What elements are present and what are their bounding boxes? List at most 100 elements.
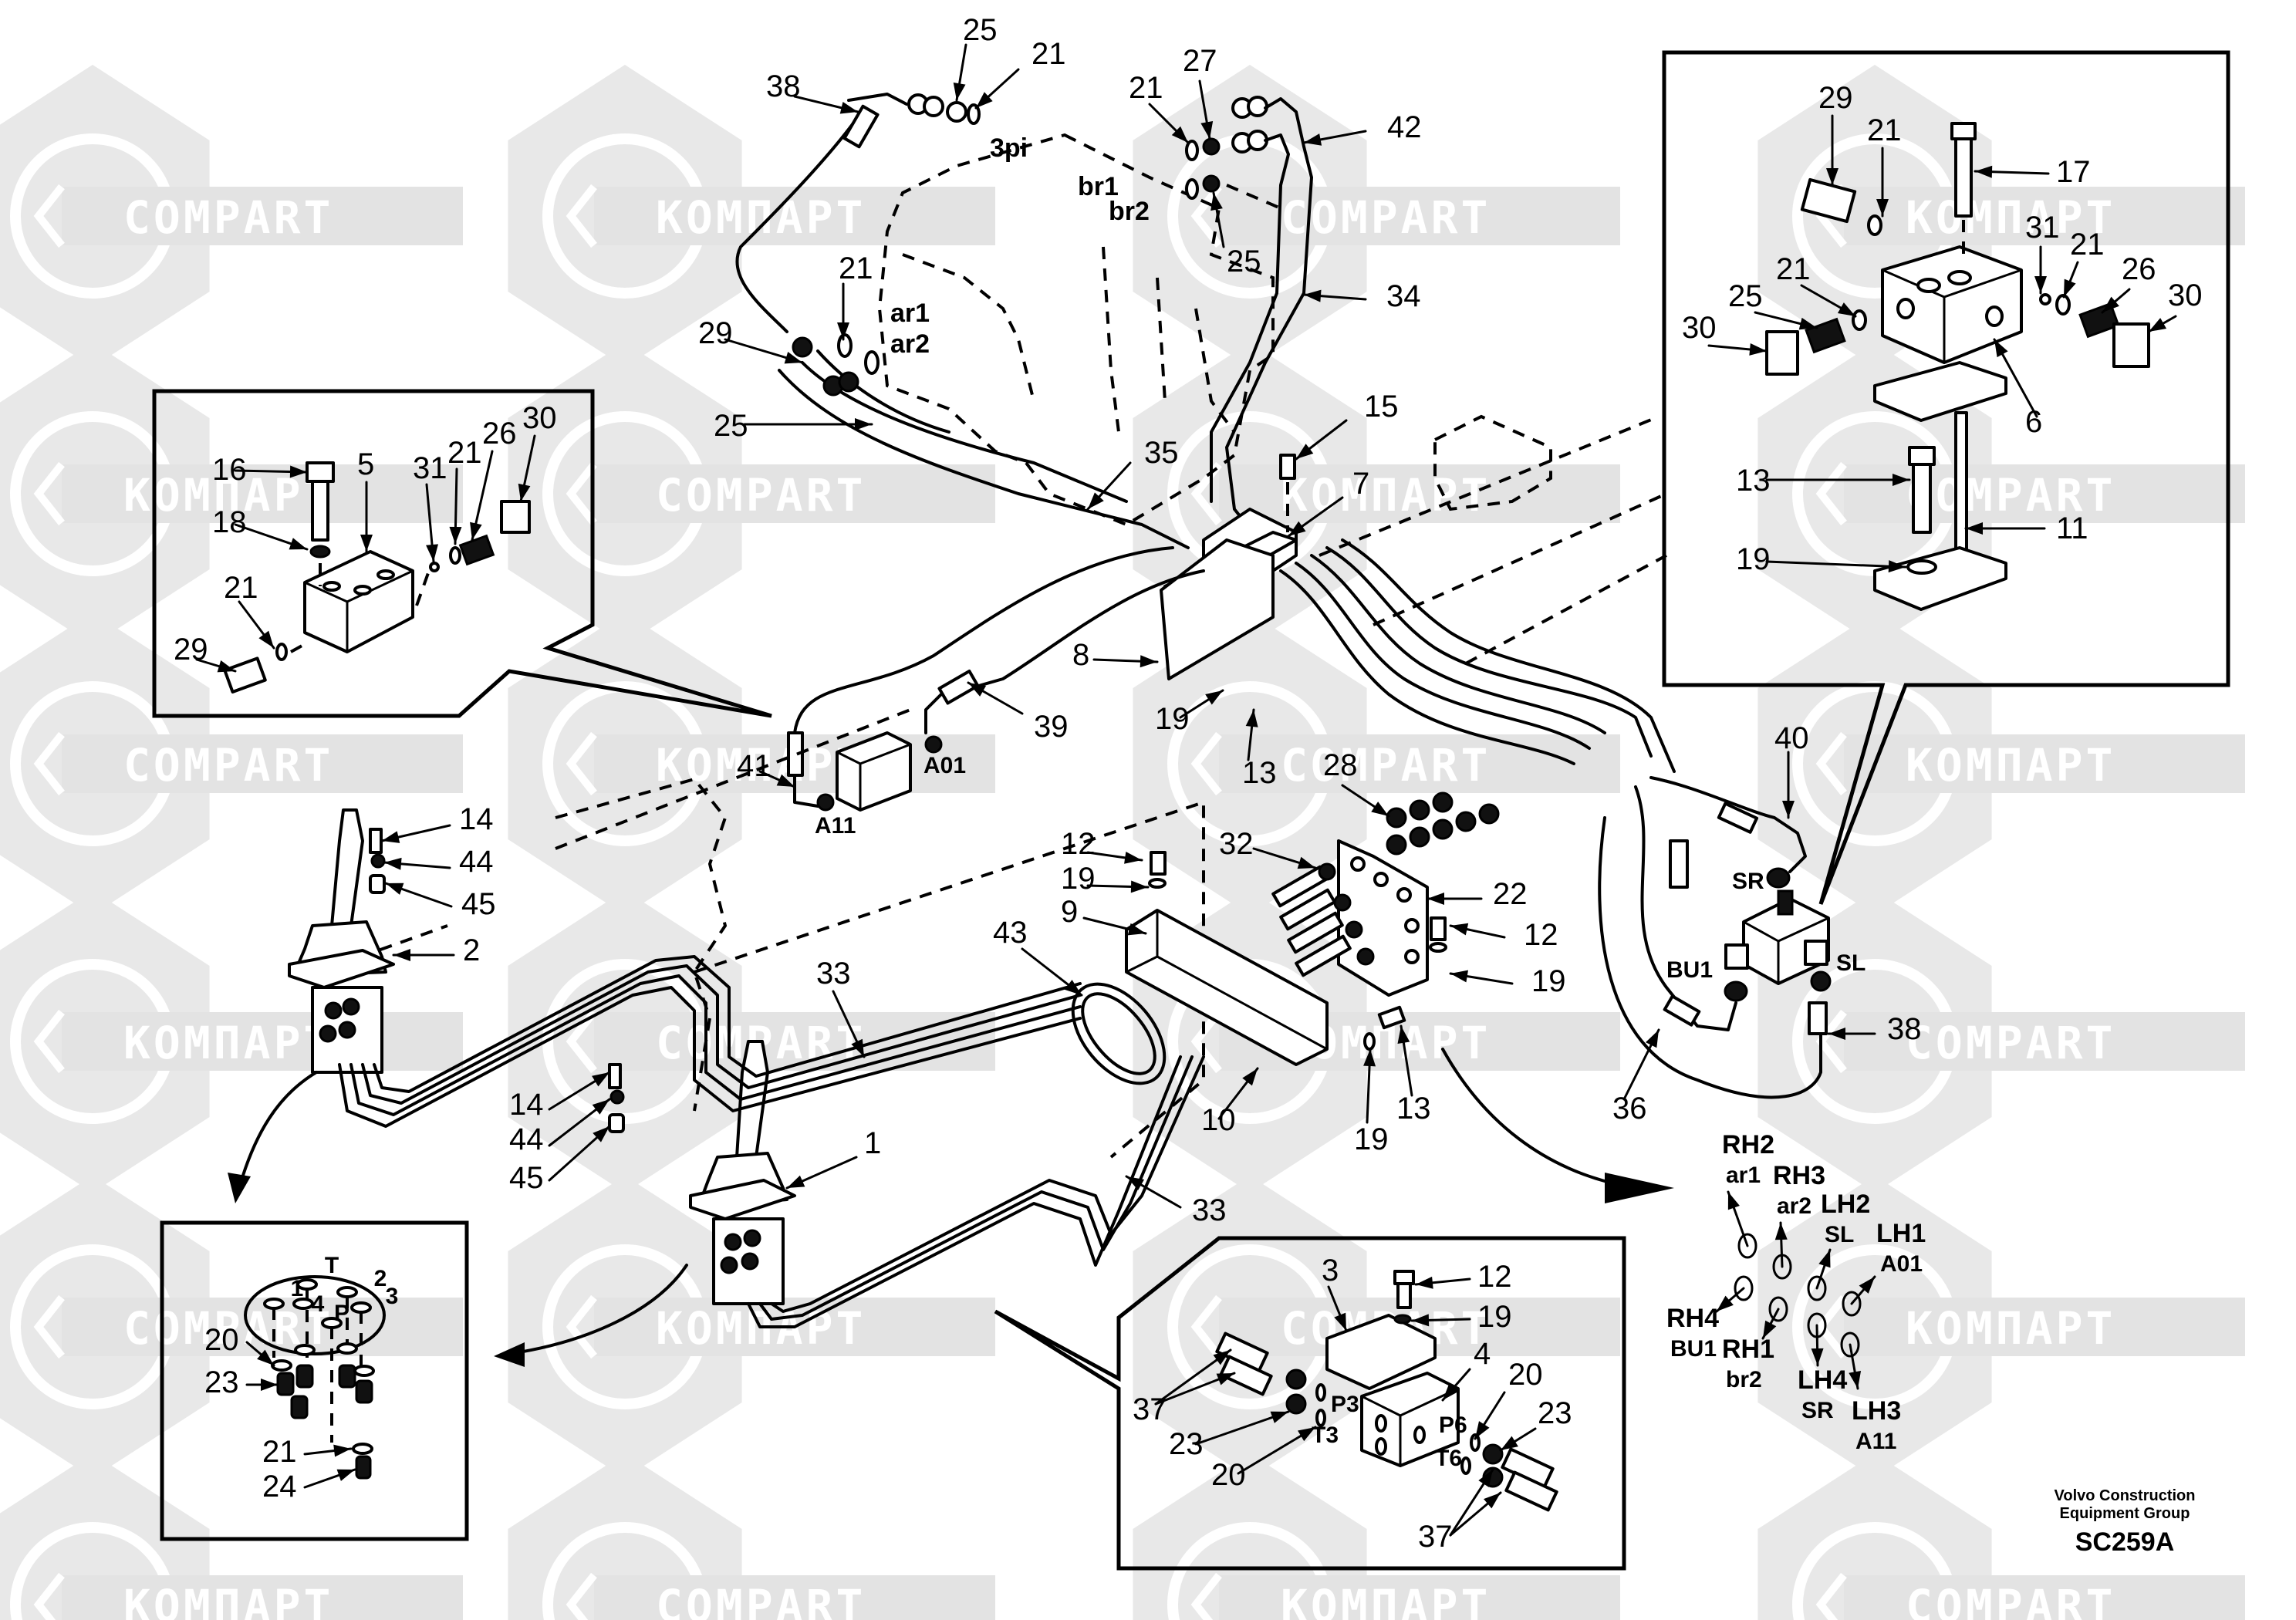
publisher-line-1: Volvo Construction [2055,1487,2196,1504]
inset-top-right-parts [1765,122,2150,611]
watermark-logo: COMPART [508,1453,995,1620]
port-label-ar1: ar1 [890,299,930,328]
watermark-text: COMPART [123,1302,333,1355]
inset-top-left-parts [223,461,531,694]
inset-callout-label: 23 [1538,1396,1572,1430]
callout-label: 13 [1396,1092,1431,1126]
callout-c22-arrowhead [1427,893,1444,905]
inset-bottom_left-3-arrowhead [336,1469,355,1481]
callout-c27-arrowhead [1200,120,1214,139]
callout-c38b-arrowhead [1828,1028,1845,1040]
callout-c40-arrowhead [1782,801,1795,818]
fitting-cluster-28 [1386,791,1500,856]
view-arrow-left [228,1071,318,1203]
inset-port-label: P3 [1331,1392,1359,1417]
hose-38-top [735,93,981,333]
callout-c8-arrowhead [1140,655,1157,668]
watermark-logo: КОМПАРТ [508,65,995,367]
inset-top_right-8-arrowhead [1798,317,1817,330]
callout-label: 14 [509,1088,544,1122]
port-label-3pi: 3pi [990,133,1028,163]
inset-callout-label: 5 [357,447,374,481]
inset-top_right-9-arrowhead [1749,343,1767,356]
inset-callout-label: 21 [2070,228,2105,262]
watermark-logo: COMPART [508,343,995,645]
watermark-text: КОМПАРТ [123,1017,333,1069]
legend-handle-label: LH3 [1852,1396,1901,1426]
callout-c19a-arrowhead [1205,690,1223,705]
inset-box-bottom-center [994,1236,1626,1571]
callout-c33a-arrowhead [851,1038,864,1057]
watermark-text: КОМПАРТ [1281,469,1491,521]
inset-bottom_left-2-arrowhead [333,1444,351,1457]
inset-port-label: 2 [374,1266,387,1291]
inset-top_right-5-arrowhead [2102,296,2119,312]
callout-c45b-arrowhead [593,1126,609,1142]
watermark-logo: КОМПАРТ [0,343,463,645]
inset-top_right-3-arrowhead [2034,276,2047,293]
inset-callout-label: 29 [1818,81,1853,115]
legend-port-label: ar1 [1726,1163,1761,1188]
watermark-logo: COMPART [1133,65,1620,367]
legend-handle-label: LH4 [1798,1365,1847,1395]
inset-top_right-11-arrowhead [1893,474,1909,486]
inset-callout-label: 12 [1477,1260,1512,1294]
inset-37b-second-arrowhead [1478,1470,1493,1487]
inset-top_right-6-arrowhead [2149,318,2167,332]
watermark-logo: COMPART [1757,890,2245,1193]
watermark-logo: COMPART [1757,1453,2245,1620]
publisher-line-2: Equipment Group [2060,1505,2190,1522]
inset-callout-label: 21 [224,571,258,605]
callout-label: 21 [1129,71,1163,105]
legend-port-label: br2 [1726,1367,1762,1392]
callout-label: 36 [1612,1092,1647,1126]
legend-handle-label: RH2 [1722,1130,1774,1159]
callout-label: 41 [737,749,772,783]
inset-callout-label: 31 [413,451,447,485]
callout-c19b-arrowhead [1130,880,1148,893]
legend-port-label: ar2 [1777,1193,1811,1219]
legend-2-arrowhead [1818,1250,1831,1268]
callout-c21a-arrowhead [976,92,993,108]
hose-bundle-28 [1279,538,1676,773]
inset-bottom-center-parts [1215,1270,1558,1512]
port-ring [1840,1331,1860,1358]
callout-c21b-arrowhead [1171,126,1188,143]
callout-c13b-arrowhead [1397,1026,1410,1044]
inset-top_left-0-arrowhead [289,465,307,478]
callout-leaders [195,43,2177,1537]
callout-c14a-arrowhead [382,831,400,843]
callout-c39-arrowhead [968,683,987,697]
inset-callout-label: 11 [2056,511,2088,545]
inset-callout-label: 3 [1322,1254,1339,1288]
callout-label: 19 [1531,964,1566,998]
inset-bottom_center-9-arrowhead [1484,1493,1501,1509]
callout-label: 25 [963,13,998,47]
callout-label: 1 [864,1126,881,1160]
legend-handle-label: RH4 [1666,1304,1719,1333]
inset-port-label: 3 [386,1284,399,1309]
callout-label: 13 [1242,756,1277,790]
callout-label: 9 [1061,895,1078,929]
inset-port-label: T6 [1435,1446,1462,1471]
callout-c1-arrowhead [787,1175,805,1188]
inset-top_left-7-arrowhead [258,630,274,648]
watermark-text: КОМПАРТ [656,739,866,791]
legend-handle-label: RH1 [1722,1335,1774,1364]
inset-top_right-1-arrowhead [1876,199,1889,216]
watermark-text: КОМПАРТ [123,1580,333,1620]
watermark-text: КОМПАРТ [123,469,333,521]
legend-handle-label: LH2 [1821,1190,1870,1219]
inset-bottom_left-0-arrowhead [257,1349,274,1365]
callout-c41-arrowhead [776,774,795,787]
inset-callout-label: 20 [204,1323,239,1357]
inset-top_right-12-arrowhead [1966,522,1983,535]
watermark-text: COMPART [1906,469,2115,521]
legend-handle-label: LH1 [1876,1219,1926,1248]
